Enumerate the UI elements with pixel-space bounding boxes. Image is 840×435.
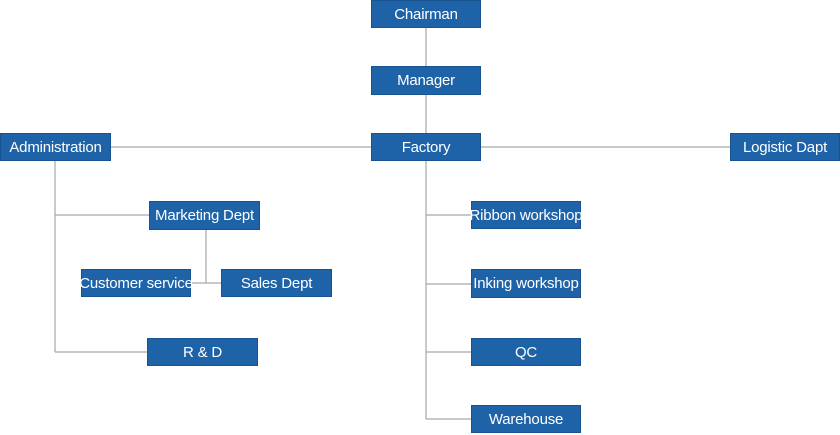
node-logistic: Logistic Dapt xyxy=(730,133,840,161)
node-ribbon-workshop: Ribbon workshop xyxy=(470,201,583,229)
node-marketing: Marketing Dept xyxy=(149,201,260,230)
node-qc: QC xyxy=(471,338,581,366)
node-customer-service: Customer service xyxy=(79,269,193,297)
node-factory: Factory xyxy=(371,133,481,161)
node-chairman: Chairman xyxy=(371,0,481,28)
node-rd: R & D xyxy=(147,338,258,366)
node-sales: Sales Dept xyxy=(221,269,332,297)
node-manager: Manager xyxy=(371,66,481,95)
node-inking-workshop: Inking workshop xyxy=(471,269,581,298)
node-administration: Administration xyxy=(0,133,111,161)
node-warehouse: Warehouse xyxy=(471,405,581,433)
